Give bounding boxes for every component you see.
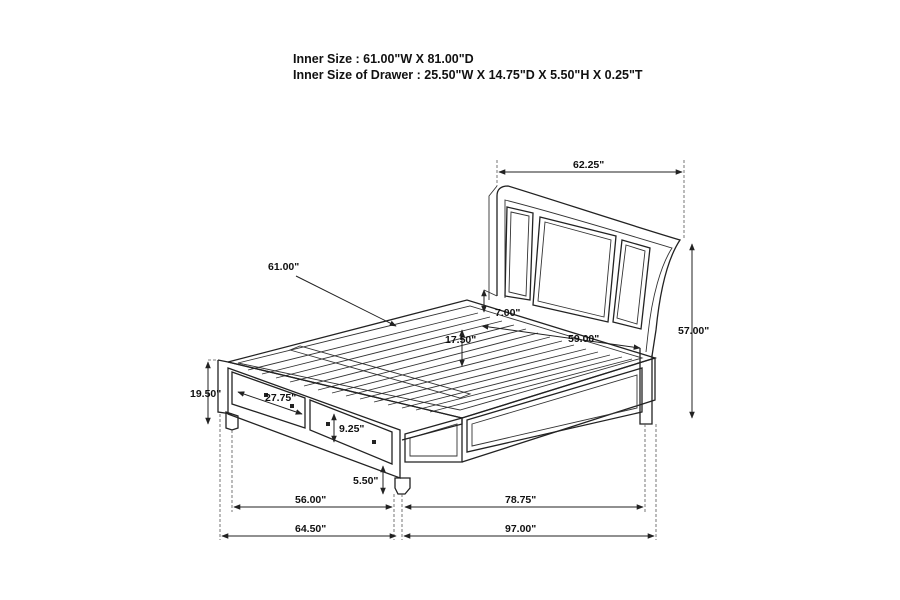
dim-front-inner-width: 56.00" — [295, 494, 326, 506]
headboard-left-panel — [504, 206, 534, 301]
headboard — [488, 185, 682, 425]
drawer-inner-size-spec: Inner Size of Drawer : 25.50"W X 14.75"D… — [293, 68, 643, 82]
side-rail-panel — [471, 374, 638, 447]
dim-leg-height: 5.50" — [353, 475, 378, 487]
dim-interior-depth: 59.00" — [568, 333, 599, 345]
drawer-knob-icon — [290, 404, 294, 408]
left-leg — [225, 411, 239, 431]
dim-drawer-height: 9.25" — [339, 423, 364, 435]
headboard-right-panel — [612, 239, 651, 330]
side-rail — [404, 357, 656, 463]
dim-headboard-width: 62.25" — [573, 159, 604, 171]
dim-drawer-width: 27.75" — [265, 392, 296, 404]
dim-overall-width: 64.50" — [295, 523, 326, 535]
dim-rail-width: 61.00" — [268, 261, 299, 273]
dim-overall-length: 97.00" — [505, 523, 536, 535]
dim-headboard-gap: 7.00" — [495, 307, 520, 319]
dim-footboard-height: 19.50" — [190, 388, 221, 400]
drawer-knob-icon — [326, 422, 330, 426]
right-drawer — [309, 399, 393, 465]
dim-slat-height: 17.50" — [445, 334, 476, 346]
headboard-center-panel — [532, 216, 617, 323]
inner-size-spec: Inner Size : 61.00"W X 81.00"D — [293, 52, 474, 66]
drawer-knob-icon — [372, 440, 376, 444]
left-drawer — [231, 371, 306, 429]
dim-side-inner-length: 78.75" — [505, 494, 536, 506]
front-leg — [394, 477, 411, 495]
dim-bed-height: 57.00" — [678, 325, 709, 337]
